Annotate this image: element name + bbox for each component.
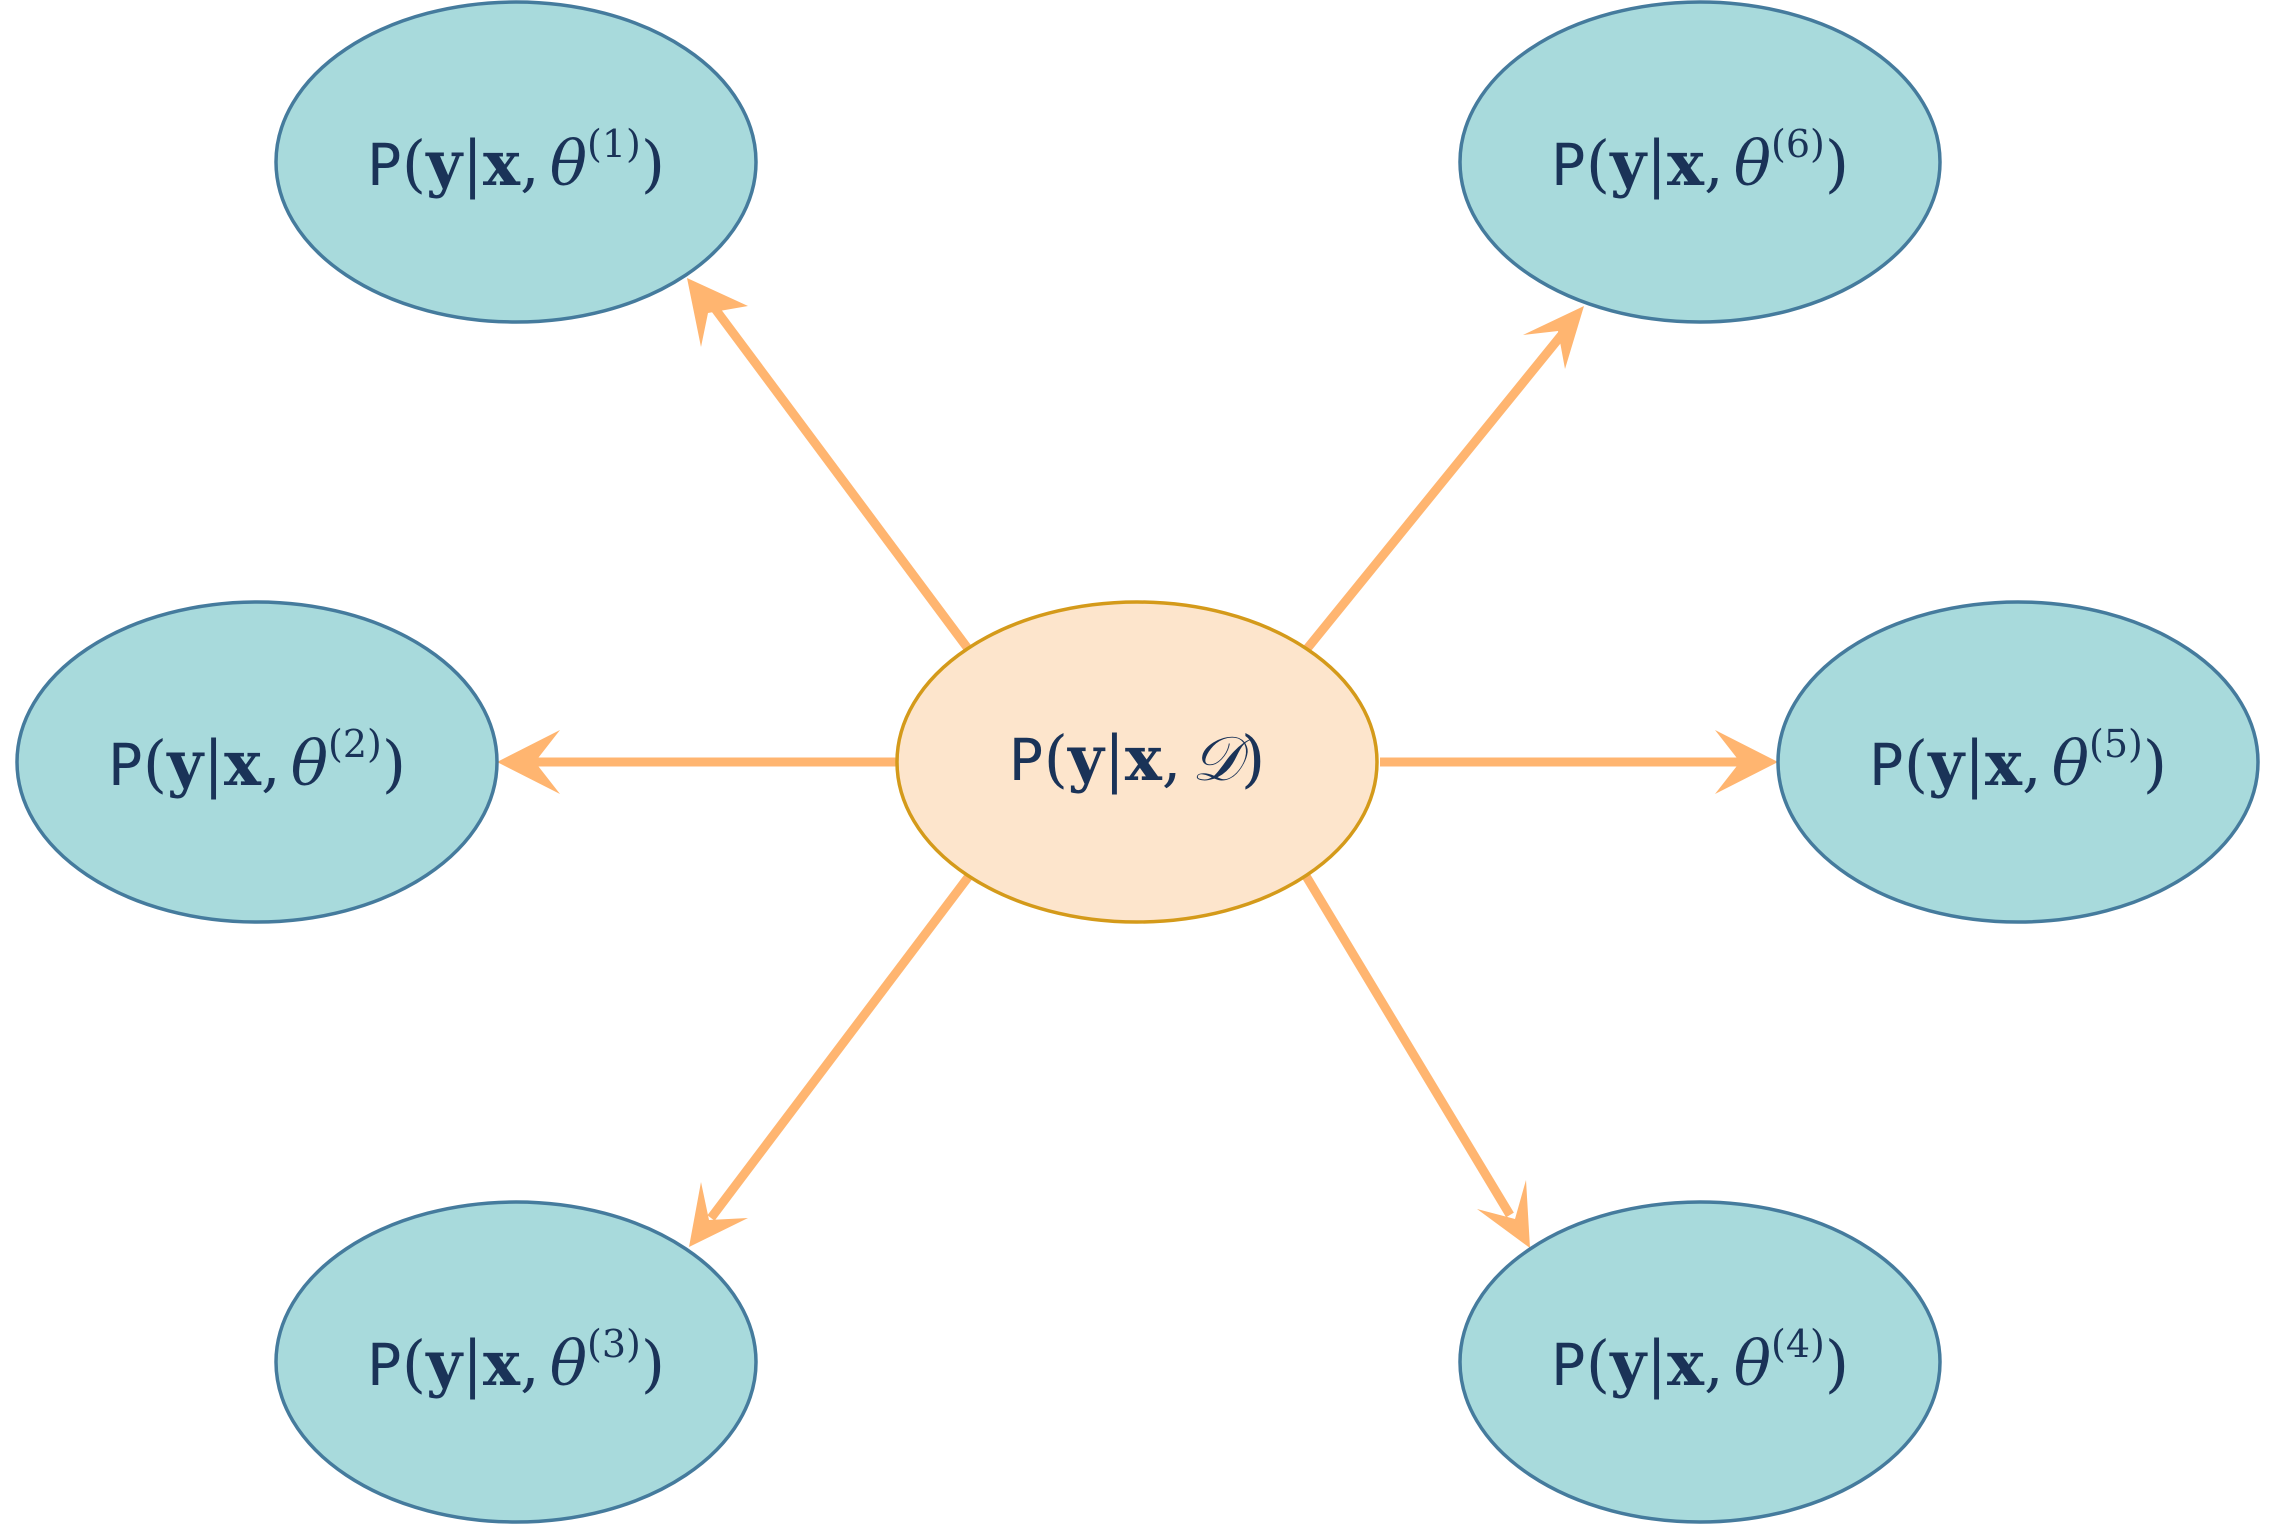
node-1-label: P(y|x,θ(1)) [367, 122, 665, 200]
arrow-to-node-5 [1380, 730, 1778, 794]
node-3: P(y|x,θ(3)) [274, 1200, 758, 1524]
node-6: P(y|x,θ(6)) [1458, 0, 1942, 324]
node-5: P(y|x,θ(5)) [1776, 600, 2260, 924]
node-4: P(y|x,θ(4)) [1458, 1200, 1942, 1524]
node-5-label: P(y|x,θ(5)) [1869, 722, 2167, 800]
node-6-label: P(y|x,θ(6)) [1551, 122, 1849, 200]
center-node-label: P(y|x,𝒟) [1009, 722, 1265, 795]
node-3-label: P(y|x,θ(3)) [367, 1322, 665, 1400]
node-2: P(y|x,θ(2)) [15, 600, 499, 924]
arrow-to-node-3 [689, 873, 973, 1247]
arrow-to-node-6 [1302, 306, 1584, 653]
center-node: P(y|x,𝒟) [895, 600, 1379, 924]
node-4-label: P(y|x,θ(4)) [1551, 1322, 1849, 1400]
arrows-group [497, 278, 1778, 1248]
arrow-to-node-4 [1302, 873, 1530, 1248]
node-1: P(y|x,θ(1)) [274, 0, 758, 324]
arrow-to-node-1 [687, 278, 973, 653]
arrow-to-node-2 [497, 730, 896, 794]
node-2-label: P(y|x,θ(2)) [108, 722, 406, 800]
